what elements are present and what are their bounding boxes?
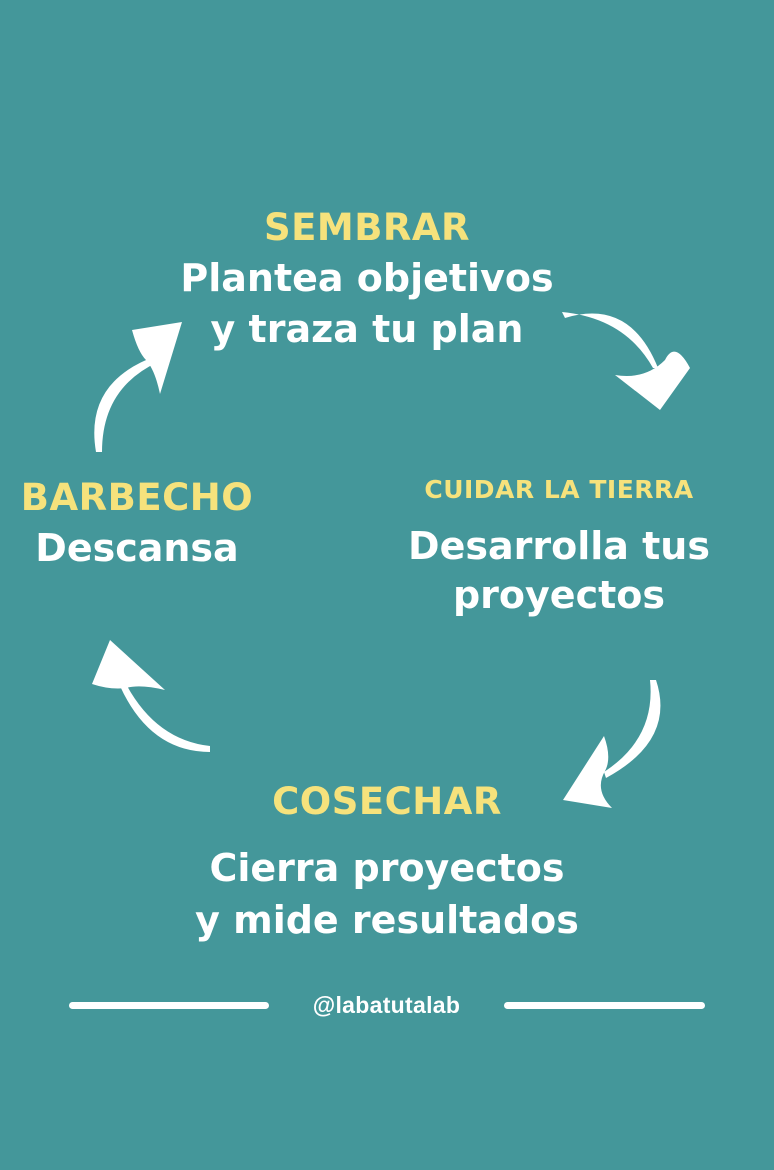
arrow-curved-left-up-icon [92, 640, 210, 752]
stage-barbecho-line-1: Descansa [35, 526, 239, 570]
stage-cuidar-la-tierra: CUIDAR LA TIERRA Desarrolla tus proyecto… [389, 472, 729, 620]
arrow-curved-right-down-icon [562, 312, 690, 410]
footer-divider-left [69, 1002, 269, 1009]
arrow-curved-down-left-icon [563, 680, 661, 808]
stage-sembrar-line-1: Plantea objetivos [180, 256, 554, 300]
stage-cosechar-line-2: y mide resultados [195, 898, 579, 942]
stage-barbecho-title: BARBECHO [20, 476, 254, 519]
stage-cosechar-title: COSECHAR [272, 780, 502, 823]
stage-cosechar-line-1: Cierra proyectos [209, 846, 565, 890]
footer-handle: @labatutalab [312, 992, 461, 1018]
stage-sembrar: SEMBRAR Plantea objetivos y traza tu pla… [137, 203, 597, 355]
stage-barbecho: BARBECHO Descansa [8, 474, 266, 574]
stage-cuidar-title: CUIDAR LA TIERRA [424, 475, 694, 504]
arrow-curved-up-right-icon [94, 322, 182, 452]
stage-cuidar-line-2: proyectos [452, 573, 665, 617]
stage-cuidar-line-1: Desarrolla tus [408, 524, 710, 568]
stage-sembrar-title: SEMBRAR [263, 206, 471, 249]
footer-divider-right [504, 1002, 705, 1009]
stage-sembrar-line-2: y traza tu plan [210, 307, 524, 351]
stage-cosechar: COSECHAR Cierra proyectos y mide resulta… [137, 776, 637, 946]
